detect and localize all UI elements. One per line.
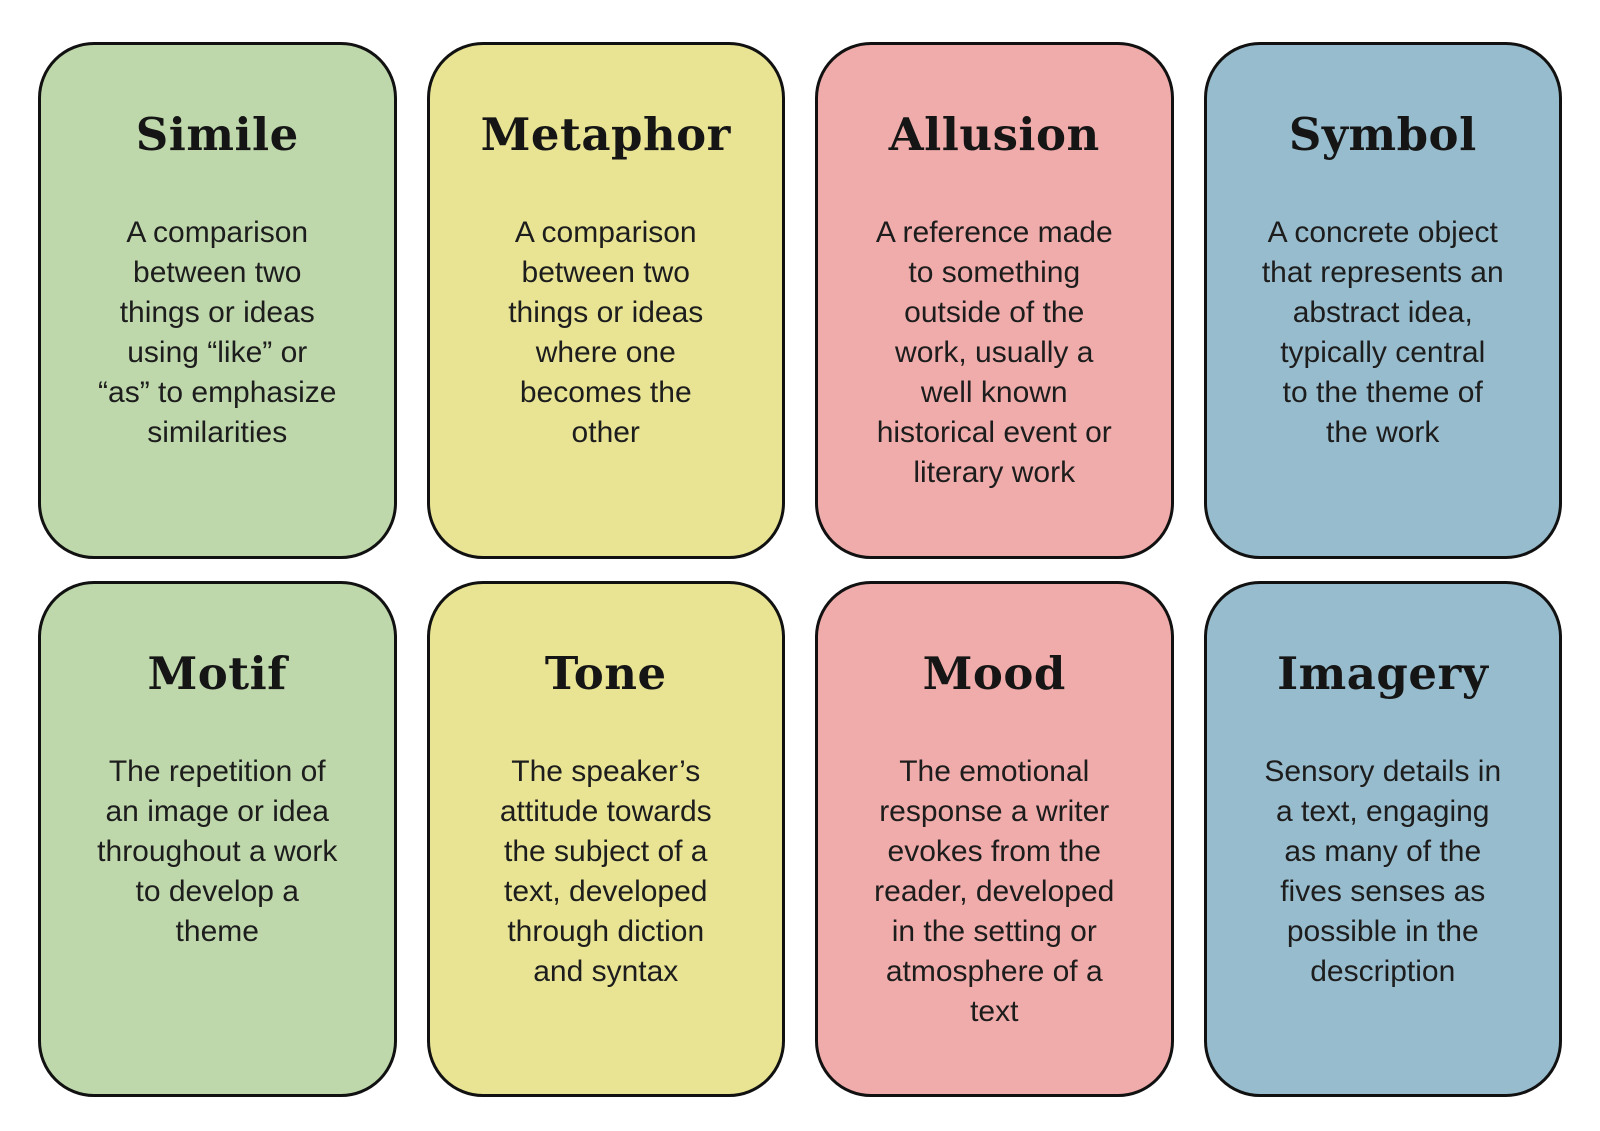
flashcard-title-metaphor: Metaphor xyxy=(480,108,731,161)
flashcard-description-allusion: A reference made to something outside of… xyxy=(875,216,1113,489)
flashcard-title-symbol: Symbol xyxy=(1288,108,1477,161)
flashcard-description-symbol: A concrete object that represents an abs… xyxy=(1261,216,1504,449)
flashcard-imagery: Imagery Sensory details in a text, engag… xyxy=(1203,580,1562,1097)
flashcard-motif: Motif The repetition of an image or idea… xyxy=(38,580,397,1097)
flashcard-title-mood: Mood xyxy=(922,646,1066,700)
flashcard-tone: Tone The speaker’s attitude towards the … xyxy=(426,580,785,1097)
flashcard-description-tone: The speaker’s attitude towards the subje… xyxy=(499,754,712,988)
flashcard-description-mood: The emotional response a writer evokes f… xyxy=(874,754,1115,1028)
flashcard-title-allusion: Allusion xyxy=(888,108,1100,161)
flashcard-description-motif: The repetition of an image or idea throu… xyxy=(97,754,338,948)
flashcard-description-simile: A comparison between two things or ideas… xyxy=(98,216,337,449)
flashcard-title-imagery: Imagery xyxy=(1277,646,1489,700)
flashcard-simile: Simile A comparison between two things o… xyxy=(38,42,397,559)
flashcard-mood: Mood The emotional response a writer evo… xyxy=(815,580,1174,1097)
flashcard-description-imagery: Sensory details in a text, engaging as m… xyxy=(1264,754,1502,988)
flashcard-metaphor: Metaphor A comparison between two things… xyxy=(426,42,785,559)
flashcard-title-simile: Simile xyxy=(135,108,299,161)
flashcard-description-metaphor: A comparison between two things or ideas… xyxy=(508,216,704,449)
flashcard-title-tone: Tone xyxy=(544,646,667,700)
flashcard-symbol: Symbol A concrete object that represents… xyxy=(1203,42,1562,559)
flashcard-title-motif: Motif xyxy=(147,646,288,700)
flashcard-allusion: Allusion A reference made to something o… xyxy=(815,42,1174,559)
